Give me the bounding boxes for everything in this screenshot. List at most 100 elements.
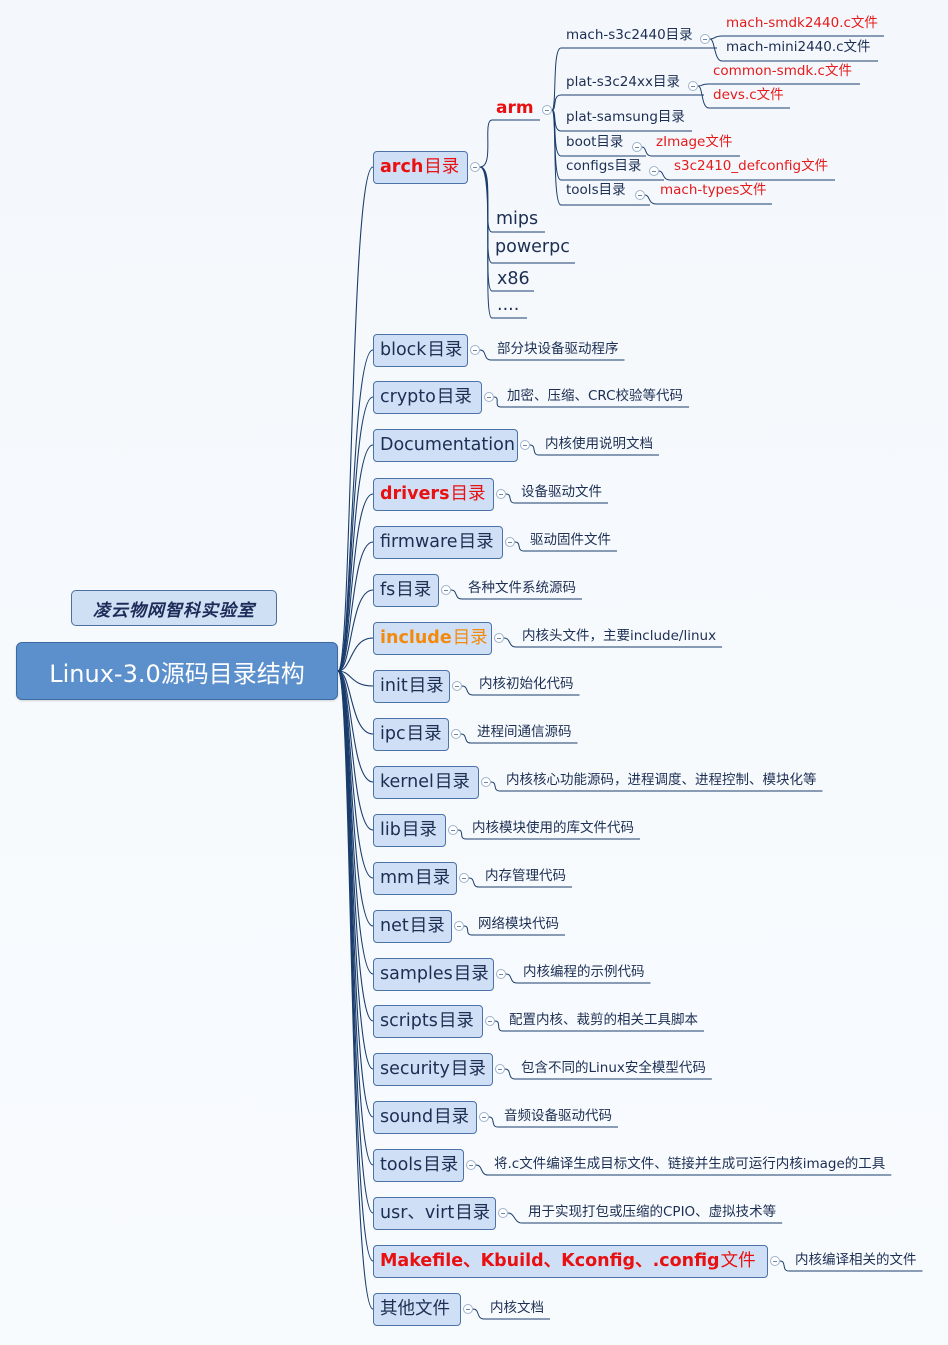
note-kernel: 内核核心功能源码，进程调度、进程控制、模块化等 (506, 772, 817, 788)
topic-kernel[interactable]: kernel目录 (373, 766, 479, 799)
note-block: 部分块设备驱动程序 (497, 341, 619, 357)
collapse-toggle-icon[interactable] (520, 440, 530, 450)
collapse-toggle-icon[interactable] (770, 1256, 780, 1266)
topic-init[interactable]: init目录 (373, 670, 450, 703)
file-common-smdk: common-smdk.c文件 (713, 63, 852, 79)
arch-powerpc-label[interactable]: powerpc (495, 237, 570, 257)
topic-makefile-kbuild[interactable]: Makefile、Kbuild、Kconfig、.config文件 (373, 1245, 768, 1278)
collapse-toggle-icon[interactable] (441, 585, 451, 595)
arm-configs-label[interactable]: configs目录 (566, 158, 642, 174)
topic-ipc[interactable]: ipc目录 (373, 718, 449, 751)
topic-suffix: 文件 (720, 1251, 756, 1271)
file-zimage: zImage文件 (656, 134, 733, 150)
collapse-toggle-icon[interactable] (466, 1160, 476, 1170)
topic-label: kernel (380, 772, 434, 792)
topic-samples[interactable]: samples目录 (373, 958, 494, 991)
topic-label: usr、virt (380, 1203, 455, 1223)
collapse-toggle-icon[interactable] (452, 681, 462, 691)
collapse-toggle-icon[interactable] (484, 392, 494, 402)
collapse-toggle-icon[interactable] (632, 142, 642, 152)
topic-other-files[interactable]: 其他文件 (373, 1293, 461, 1326)
topic-label: Documentation (380, 435, 515, 455)
collapse-toggle-icon[interactable] (688, 81, 698, 91)
topic-label: samples (380, 964, 453, 984)
arch-arm-label[interactable]: arm (496, 98, 534, 118)
topic-drivers[interactable]: drivers目录 (373, 478, 494, 511)
topic-lib[interactable]: lib目录 (373, 814, 446, 847)
collapse-toggle-icon[interactable] (495, 1064, 505, 1074)
note-usr-virt: 用于实现打包或压缩的CPIO、虚拟技术等 (528, 1204, 777, 1220)
note-documentation: 内核使用说明文档 (545, 436, 653, 452)
topic-scripts[interactable]: scripts目录 (373, 1005, 483, 1038)
topic-firmware[interactable]: firmware目录 (373, 526, 503, 559)
topic-sound[interactable]: sound目录 (373, 1101, 477, 1134)
collapse-toggle-icon[interactable] (505, 537, 515, 547)
file-devs: devs.c文件 (713, 87, 784, 103)
collapse-toggle-icon[interactable] (451, 729, 461, 739)
topic-label: include (380, 628, 452, 648)
lab-brand-label: 凌云物网智科实验室 (71, 590, 277, 626)
topic-documentation[interactable]: Documentation (373, 429, 518, 462)
collapse-toggle-icon[interactable] (481, 777, 491, 787)
topic-suffix: 目录 (424, 157, 460, 177)
topic-label: fs (380, 580, 396, 600)
collapse-toggle-icon[interactable] (470, 162, 480, 172)
note-scripts: 配置内核、裁剪的相关工具脚本 (509, 1012, 698, 1028)
topic-mm[interactable]: mm目录 (373, 862, 457, 895)
note-mm: 内存管理代码 (485, 868, 566, 884)
collapse-toggle-icon[interactable] (448, 825, 458, 835)
note-samples: 内核编程的示例代码 (523, 964, 645, 980)
topic-suffix: 目录 (438, 1011, 474, 1031)
collapse-toggle-icon[interactable] (635, 190, 645, 200)
root-topic[interactable]: Linux-3.0源码目录结构 (16, 642, 338, 700)
topic-label: tools (380, 1155, 423, 1175)
arm-tools-label[interactable]: tools目录 (566, 182, 626, 198)
topic-arch[interactable]: arch目录 (373, 151, 468, 184)
collapse-toggle-icon[interactable] (542, 105, 552, 115)
note-security: 包含不同的Linux安全模型代码 (521, 1060, 706, 1076)
root-topic-title: Linux-3.0源码目录结构 (49, 659, 305, 688)
note-lib: 内核模块使用的库文件代码 (472, 820, 634, 836)
topic-block[interactable]: block目录 (373, 334, 468, 367)
arm-plat-s3c24xx-label[interactable]: plat-s3c24xx目录 (566, 74, 680, 90)
note-tools: 将.c文件编译生成目标文件、链接并生成可运行内核image的工具 (494, 1156, 886, 1172)
file-mach-types: mach-types文件 (660, 182, 767, 198)
topic-usr-virt[interactable]: usr、virt目录 (373, 1197, 496, 1230)
topic-label: security (380, 1059, 450, 1079)
note-crypto: 加密、压缩、CRC校验等代码 (507, 388, 684, 404)
topic-fs[interactable]: fs目录 (373, 574, 439, 607)
topic-crypto[interactable]: crypto目录 (373, 381, 482, 414)
collapse-toggle-icon[interactable] (454, 921, 464, 931)
topic-suffix: 目录 (401, 820, 437, 840)
topic-net[interactable]: net目录 (373, 910, 452, 943)
note-sound: 音频设备驱动代码 (504, 1108, 612, 1124)
collapse-toggle-icon[interactable] (494, 633, 504, 643)
collapse-toggle-icon[interactable] (700, 34, 710, 44)
arch-x86-label[interactable]: x86 (497, 269, 530, 289)
topic-suffix: 目录 (455, 1203, 491, 1223)
file-s3c2410-defconfig: s3c2410_defconfig文件 (674, 158, 829, 174)
collapse-toggle-icon[interactable] (479, 1112, 489, 1122)
topic-suffix: 目录 (406, 724, 442, 744)
collapse-toggle-icon[interactable] (649, 166, 659, 176)
arch-mips-label[interactable]: mips (496, 209, 539, 229)
topic-suffix: 目录 (396, 580, 432, 600)
collapse-toggle-icon[interactable] (498, 1208, 508, 1218)
arm-mach-s3c2440-label[interactable]: mach-s3c2440目录 (566, 27, 693, 43)
collapse-toggle-icon[interactable] (485, 1016, 495, 1026)
topic-suffix: 目录 (436, 387, 472, 407)
topic-suffix: 目录 (452, 628, 488, 648)
topic-label: mm (380, 868, 415, 888)
arm-plat-samsung-label[interactable]: plat-samsung目录 (566, 109, 685, 125)
collapse-toggle-icon[interactable] (496, 969, 506, 979)
topic-label: init (380, 676, 408, 696)
collapse-toggle-icon[interactable] (496, 489, 506, 499)
topic-tools[interactable]: tools目录 (373, 1149, 464, 1182)
topic-suffix: 目录 (415, 868, 451, 888)
collapse-toggle-icon[interactable] (470, 345, 480, 355)
topic-include[interactable]: include目录 (373, 622, 492, 655)
topic-security[interactable]: security目录 (373, 1053, 493, 1086)
arm-boot-label[interactable]: boot目录 (566, 134, 624, 150)
collapse-toggle-icon[interactable] (459, 873, 469, 883)
collapse-toggle-icon[interactable] (463, 1304, 473, 1314)
